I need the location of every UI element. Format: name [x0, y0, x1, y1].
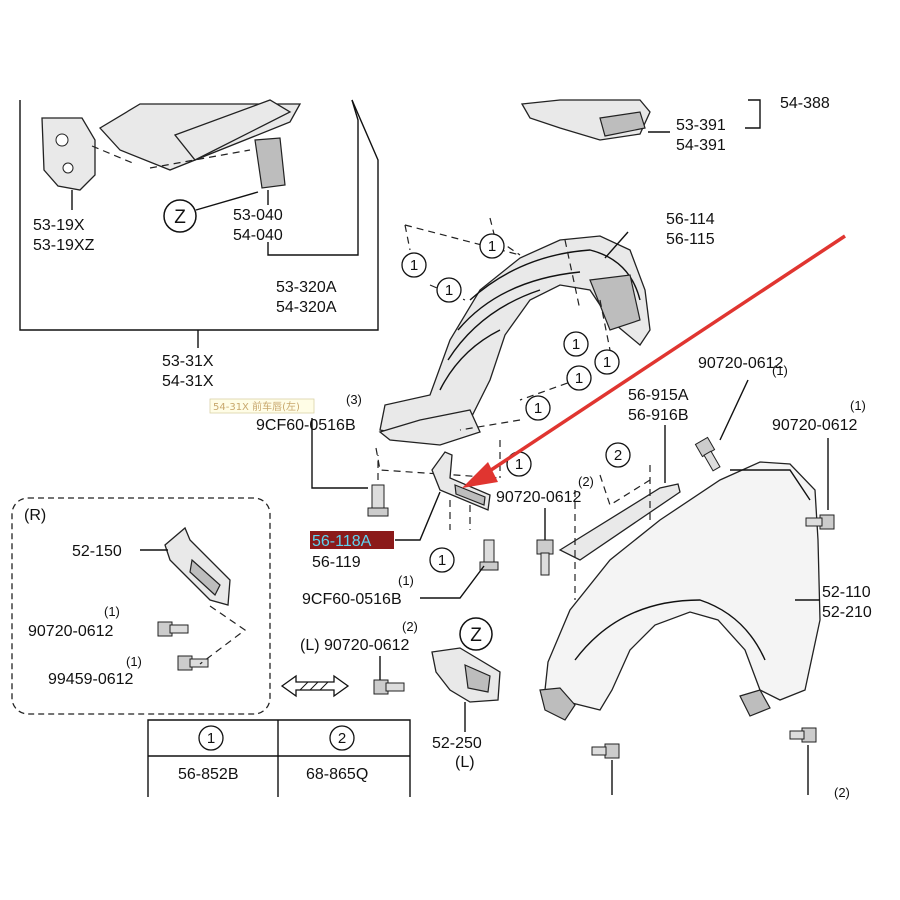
screw-90720-left [373, 656, 405, 695]
top-left-inset [19, 99, 379, 348]
label-56-115: 56-115 [666, 231, 715, 248]
label-56-119: 56-119 [312, 554, 361, 571]
svg-text:1: 1 [438, 552, 446, 569]
legend-part-1: 56-852B [178, 766, 239, 783]
label-56-916b: 56-916B [628, 407, 689, 424]
label-52-150: 52-150 [72, 543, 122, 560]
screw-99459-inset [177, 655, 209, 671]
svg-text:2: 2 [614, 447, 622, 464]
qty-9cf60-upper: (3) [346, 392, 362, 407]
callout-2-strip: 2 [605, 442, 631, 468]
screw-fender-bottom-right [789, 727, 817, 795]
screw-9cf60-lower [420, 539, 499, 599]
qty-90720-right: (1) [850, 398, 866, 413]
label-54-31x: 54-31X [162, 373, 214, 390]
inset-title: (R) [24, 507, 46, 524]
qty-90720-top: (1) [772, 363, 788, 378]
screw-9cf60-upper [311, 418, 389, 517]
svg-text:1: 1 [410, 257, 418, 274]
label-9cf60-lower: 9CF60-0516B [302, 591, 402, 608]
svg-text:1: 1 [515, 456, 523, 473]
bracket-53-391-drawing [520, 99, 761, 141]
svg-text:1: 1 [534, 400, 542, 417]
label-56-915a: 56-915A [628, 387, 689, 404]
label-53-320a: 53-320A [276, 279, 337, 296]
highlight-56-118a: 56-118A [310, 531, 394, 550]
label-52-210: 52-210 [822, 604, 872, 621]
label-54-040: 54-040 [233, 227, 283, 244]
screw-90720-fender-right [805, 438, 835, 530]
label-99459: 99459-0612 [48, 671, 134, 688]
label-90720-right: 90720-0612 [772, 417, 858, 434]
qty-9cf60-lower: (1) [398, 573, 414, 588]
bracket-56-118a-drawing [395, 451, 491, 541]
legend-table: 1 2 56-852B 68-865Q [147, 719, 411, 797]
qty-90720-inset: (1) [104, 604, 120, 619]
qty-99459-inset: (1) [126, 654, 142, 669]
red-indicator-arrow [462, 234, 846, 488]
qty-90720-left: (2) [402, 619, 418, 634]
label-53-19x: 53-19X [33, 217, 85, 234]
label-52-250-side: (L) [455, 754, 475, 771]
bracket-53-19x-drawing [41, 117, 96, 191]
label-53-19xz: 53-19XZ [33, 237, 95, 254]
label-54-388: 54-388 [780, 95, 830, 112]
screw-90720-center [536, 508, 554, 576]
screw-90720-inset [157, 621, 189, 637]
label-53-040: 53-040 [233, 207, 283, 224]
label-90720-inset: 90720-0612 [28, 623, 114, 640]
label-90720-center: 90720-0612 [496, 489, 582, 506]
callout-z-lower: Z [459, 617, 493, 651]
label-53-391: 53-391 [676, 117, 726, 134]
svg-text:1: 1 [575, 370, 583, 387]
screw-fender-bottom-left [591, 743, 620, 795]
callout-circles-liner: 1 1 1 1 1 1 1 1 1 [401, 233, 620, 573]
label-54-320a: 54-320A [276, 299, 337, 316]
label-56-114: 56-114 [666, 211, 715, 228]
svg-text:54-31X 前车唇(左): 54-31X 前车唇(左) [213, 400, 300, 413]
svg-text:1: 1 [572, 336, 580, 353]
label-54-391: 54-391 [676, 137, 726, 154]
svg-text:Z: Z [174, 207, 186, 228]
callout-z-top: Z [163, 191, 259, 233]
legend-key-2: 2 [338, 730, 346, 747]
label-53-31x: 53-31X [162, 353, 214, 370]
label-90720-left: (L) 90720-0612 [300, 637, 410, 654]
front-fender-drawing [539, 461, 821, 721]
double-arrow-icon [280, 674, 350, 698]
legend-key-1: 1 [207, 730, 215, 747]
wheel-arch-liner-drawing [378, 235, 651, 446]
label-52-110: 52-110 [822, 584, 871, 601]
qty-fender-bottom: (2) [834, 785, 850, 800]
svg-text:1: 1 [488, 238, 496, 255]
screw-90720-fender-top [694, 379, 749, 472]
svg-text:56-118A: 56-118A [312, 533, 372, 550]
legend-part-2: 68-865Q [306, 766, 368, 783]
label-90720-top: 90720-0612 [698, 355, 784, 372]
hover-tooltip: 54-31X 前车唇(左) [209, 398, 315, 414]
label-52-250: 52-250 [432, 735, 482, 752]
label-9cf60-upper: 9CF60-0516B [256, 417, 356, 434]
bracket-52-250-drawing [431, 647, 501, 732]
svg-text:1: 1 [603, 354, 611, 371]
qty-90720-center: (2) [578, 474, 594, 489]
svg-text:1: 1 [445, 282, 453, 299]
svg-text:Z: Z [470, 625, 482, 646]
inset-right-side [11, 497, 271, 715]
